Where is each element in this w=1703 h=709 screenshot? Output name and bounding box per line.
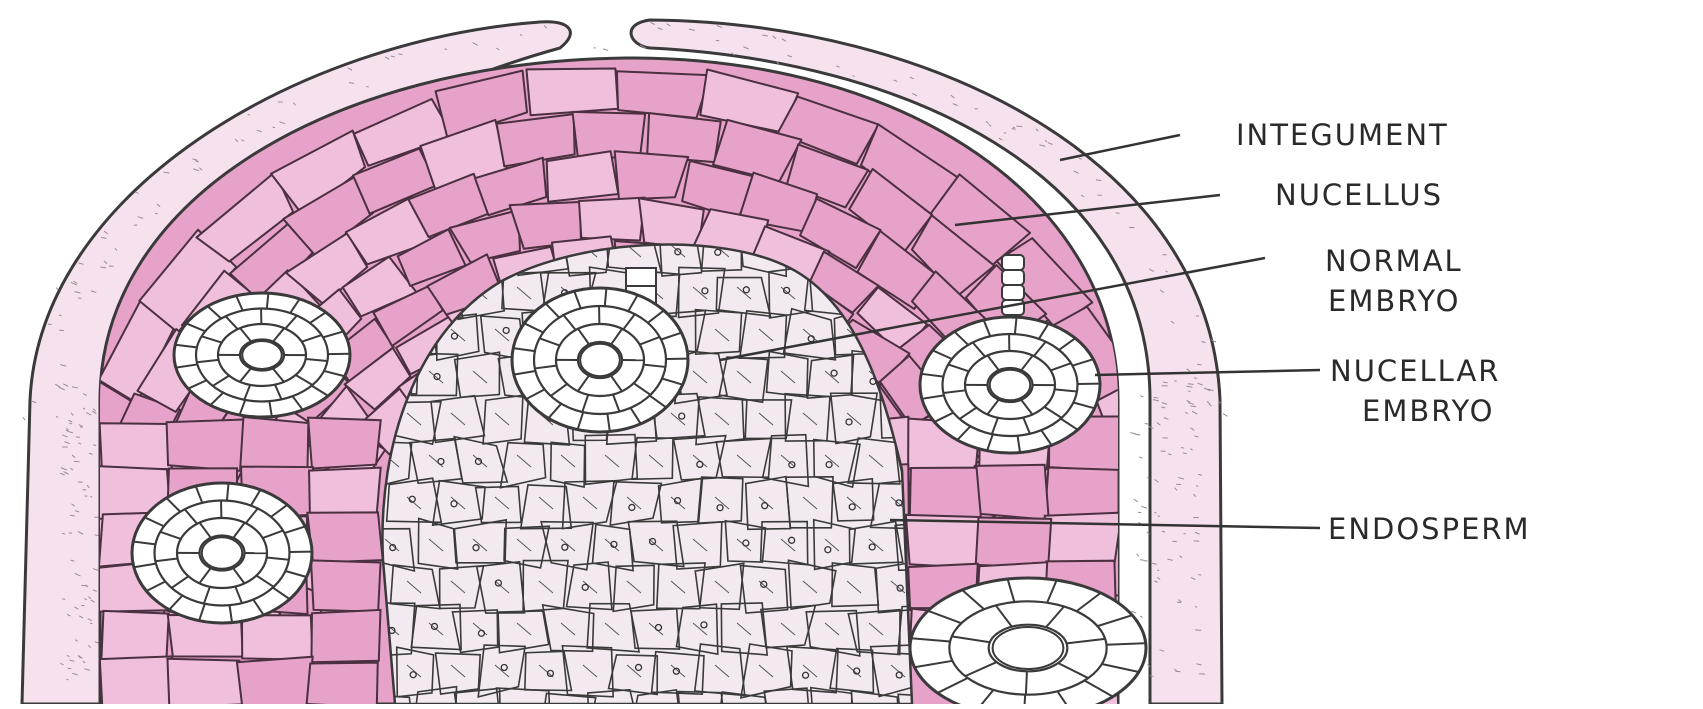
label-normal-embryo-2: EMBRYO	[1328, 282, 1461, 320]
nucellar-embryo-upper-left	[174, 293, 350, 417]
label-nucellar-embryo-2: EMBRYO	[1362, 392, 1495, 430]
label-normal-embryo-1: NORMAL	[1325, 242, 1463, 280]
nucellar-embryo-lower-right	[910, 578, 1146, 704]
label-integument: INTEGUMENT	[1236, 116, 1449, 154]
label-nucellus: NUCELLUS	[1275, 176, 1443, 214]
label-nucellar-embryo-1: NUCELLAR	[1330, 352, 1500, 390]
label-endosperm: ENDOSPERM	[1328, 510, 1531, 548]
nucellar-embryo-lower-left	[132, 483, 312, 623]
nucellar-embryo-right	[920, 317, 1100, 453]
normal-embryo	[512, 288, 688, 432]
